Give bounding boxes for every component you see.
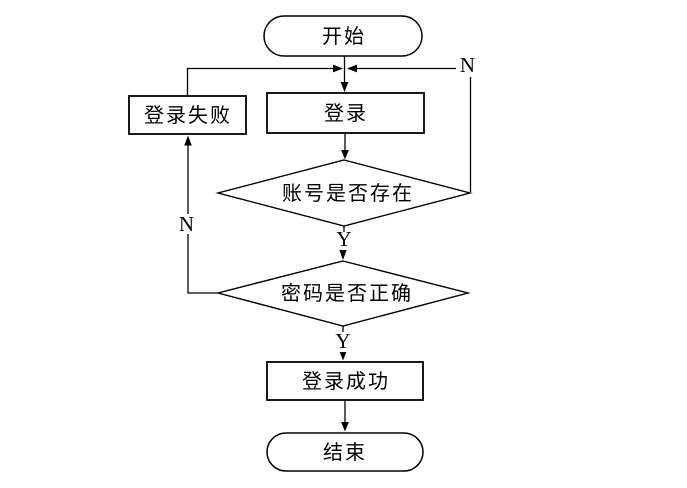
login-success-label: 登录成功 <box>302 370 390 393</box>
end-label: 结束 <box>323 441 367 464</box>
arrowhead-into-password-check <box>339 250 347 260</box>
login-label: 登录 <box>324 102 368 125</box>
end-terminator-shape <box>266 432 424 472</box>
arrowhead-into-login-success <box>339 352 347 361</box>
node-end: 结束 <box>266 432 424 472</box>
login-failed-rect <box>128 95 247 135</box>
node-login-failed: 登录失败 <box>128 95 247 135</box>
arrowhead-junction-right <box>347 64 357 73</box>
login-failed-label: 登录失败 <box>144 104 232 127</box>
start-label: 开始 <box>322 25 366 48</box>
label-gap-right-n <box>456 52 479 77</box>
edge-password-no-loop-lower <box>187 234 218 294</box>
branch-label-password-no: N <box>179 212 194 236</box>
arrowhead-into-account-check <box>341 150 349 160</box>
account-check-label: 账号是否存在 <box>282 182 414 205</box>
node-password-check: 密码是否正确 <box>215 260 471 327</box>
node-account-check: 账号是否存在 <box>215 159 473 227</box>
branch-label-account-yes: Y <box>336 227 351 251</box>
arrowhead-into-end <box>341 422 349 432</box>
password-check-label: 密码是否正确 <box>281 282 413 305</box>
node-login: 登录 <box>266 92 425 134</box>
arrowhead-into-login-failed <box>184 135 192 146</box>
edge-failed-to-junction <box>186 67 333 96</box>
node-start: 开始 <box>263 15 423 57</box>
account-check-diamond <box>215 159 473 227</box>
login-success-rect <box>266 361 424 401</box>
branch-label-account-no: N <box>460 53 475 77</box>
node-login-success: 登录成功 <box>266 361 424 401</box>
branch-label-password-yes: Y <box>335 329 350 353</box>
login-rect <box>266 92 425 134</box>
start-terminator-shape <box>263 15 423 57</box>
arrowhead-junction-left <box>333 64 343 73</box>
arrowhead-into-login <box>340 82 349 92</box>
password-check-diamond <box>215 260 471 327</box>
